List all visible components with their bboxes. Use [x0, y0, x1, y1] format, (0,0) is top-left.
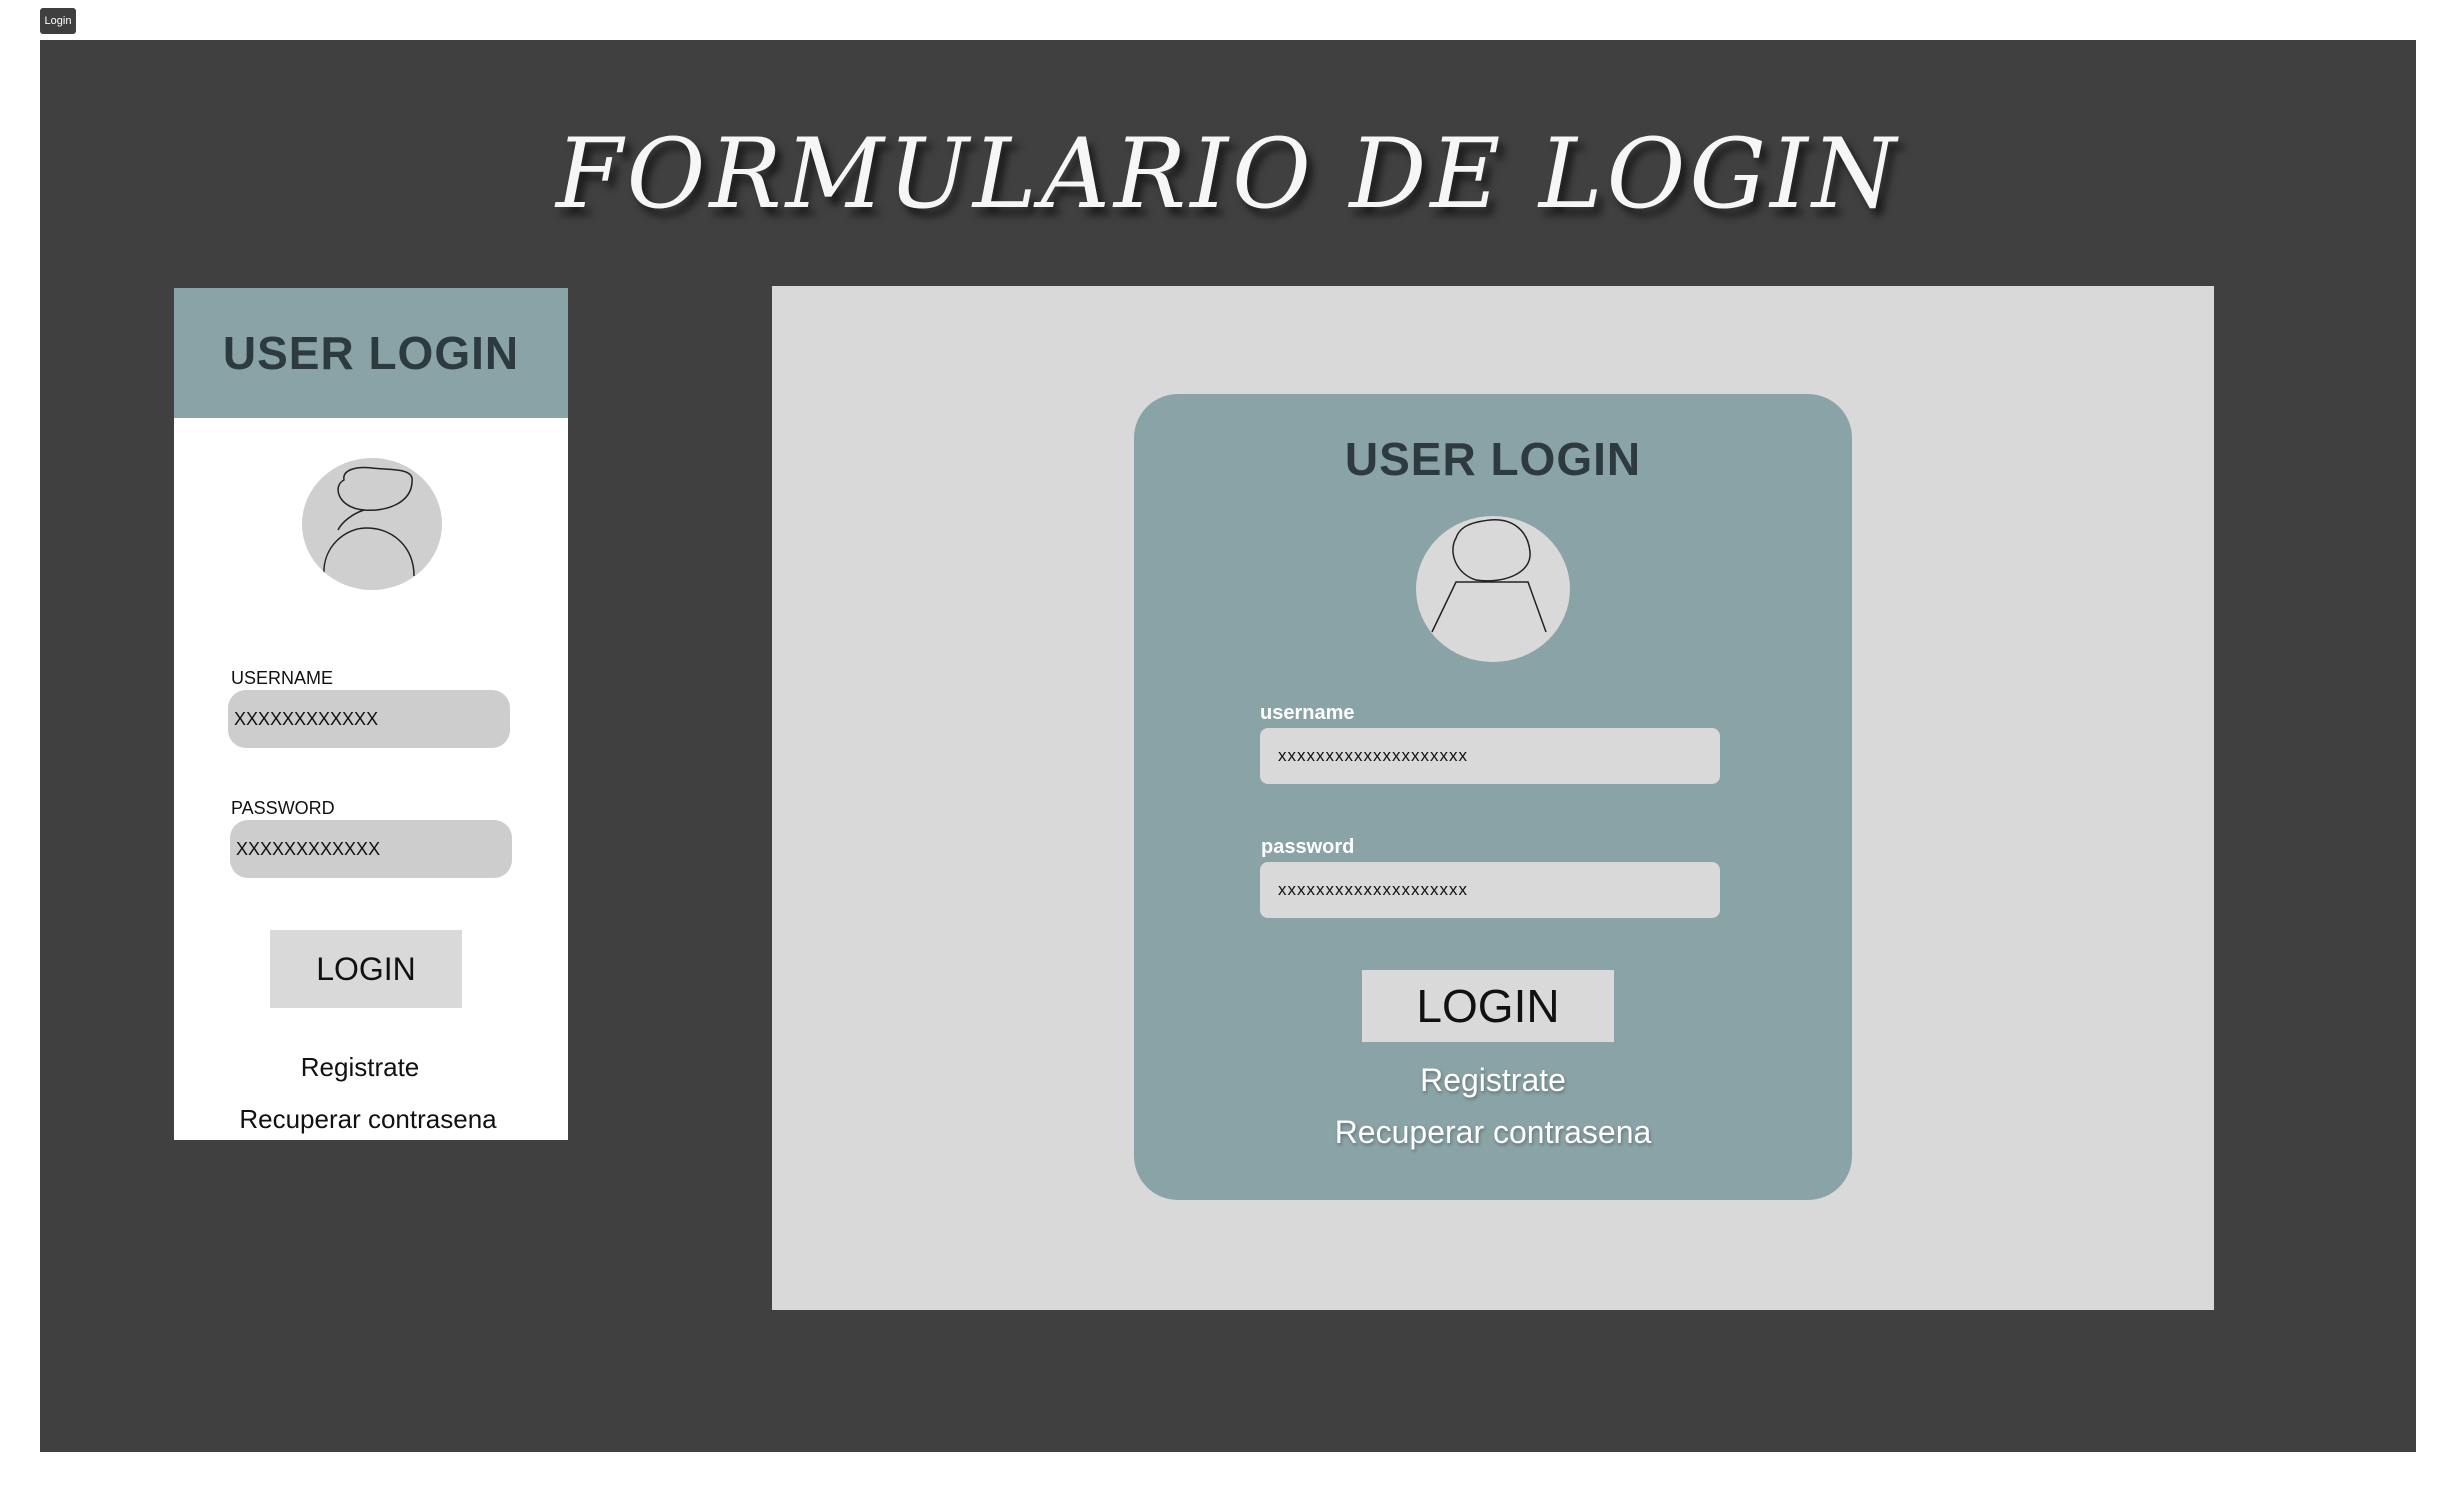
page-title: FORMULARIO DE LOGIN [556, 118, 1900, 230]
username-field[interactable]: xxxxxxxxxxxxxxxxxxxx [1260, 728, 1720, 784]
frame-tag[interactable]: Login [40, 8, 76, 34]
password-label: password [1261, 836, 1355, 858]
username-label: username [1260, 702, 1355, 724]
user-avatar-icon [1416, 516, 1570, 662]
recover-password-link[interactable]: Recuperar contrasena [1334, 1114, 1652, 1150]
password-field[interactable]: XXXXXXXXXXXX [230, 820, 512, 878]
username-field[interactable]: XXXXXXXXXXXX [228, 690, 510, 748]
left-login-header: USER LOGIN [174, 288, 568, 418]
left-login-mockup: USER LOGIN USERNAME XXXXXXXXXXXX PASSWOR… [174, 288, 568, 1140]
login-button[interactable]: LOGIN [270, 930, 462, 1008]
register-link[interactable]: Registrate [300, 1052, 420, 1082]
password-field[interactable]: xxxxxxxxxxxxxxxxxxxx [1260, 862, 1720, 918]
user-avatar-icon [302, 458, 442, 590]
username-label: USERNAME [231, 668, 334, 688]
right-login-title: USER LOGIN [1344, 433, 1642, 485]
login-button[interactable]: LOGIN [1362, 970, 1614, 1042]
right-login-card: USER LOGIN username xxxxxxxxxxxxxxxxxxxx… [1134, 394, 1852, 1200]
recover-password-link[interactable]: Recuperar contrasena [239, 1104, 497, 1134]
left-login-header-title: USER LOGIN [222, 327, 520, 379]
register-link[interactable]: Registrate [1420, 1062, 1566, 1098]
password-label: PASSWORD [231, 798, 335, 818]
